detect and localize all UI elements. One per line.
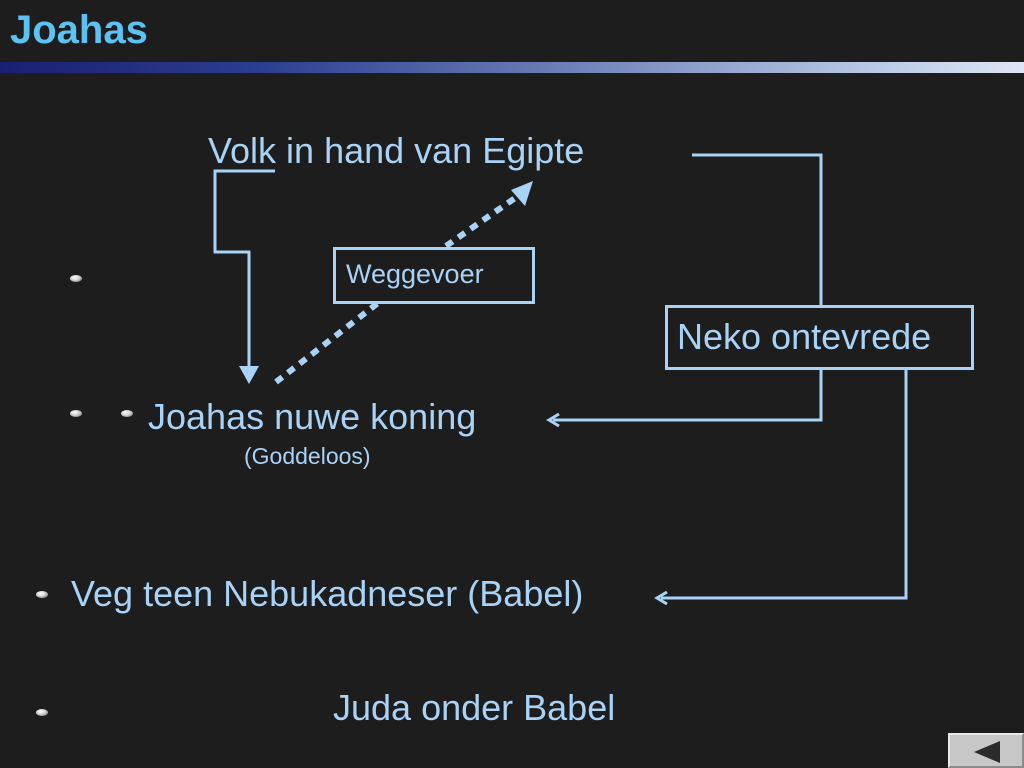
arrowhead-joahas-down (239, 366, 259, 384)
dotted-connector-weggevoer-lower (274, 300, 380, 385)
volk-in-hand-label: Volk in hand van Egipte (208, 130, 585, 171)
title-underline-bar (0, 62, 1024, 73)
weggevoer-box (333, 247, 535, 304)
joahas-king-label: Joahas nuwe koning (148, 396, 477, 437)
previous-slide-button[interactable] (948, 733, 1024, 768)
weggevoer-label: Weggevoer (346, 259, 484, 289)
bullet-1 (70, 275, 82, 282)
arrowhead-egypt-up (511, 181, 533, 206)
bullet-2 (70, 410, 82, 417)
goddeloos-label: (Goddeloos) (244, 443, 371, 469)
connector-neko-to-veg (661, 370, 908, 598)
bullet-3 (36, 591, 48, 598)
connector-volk-to-joahas (213, 169, 275, 378)
neko-label: Neko ontevrede (677, 316, 932, 357)
triangle-left-icon (974, 741, 1000, 763)
juda-label: Juda onder Babel (333, 687, 616, 728)
bullet-4 (36, 709, 48, 716)
bullet-2-sub (121, 410, 133, 417)
slide-title: Joahas (10, 8, 148, 52)
dotted-connector-weggevoer-upper (444, 193, 520, 249)
neko-box (665, 305, 974, 370)
veg-teen-label: Veg teen Nebukadneser (Babel) (71, 573, 584, 614)
connector-egypt-to-neko (692, 153, 823, 306)
connector-neko-to-joahas (553, 370, 823, 420)
